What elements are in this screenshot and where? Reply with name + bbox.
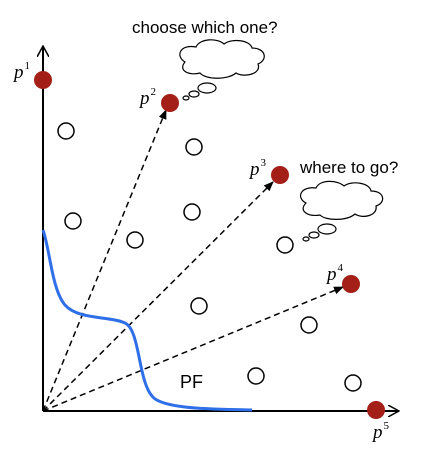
solution-points bbox=[57, 122, 362, 392]
question-choose-which: choose which one? bbox=[132, 18, 278, 37]
label-p2: p2 bbox=[140, 86, 156, 110]
pareto-front-label: PF bbox=[180, 372, 204, 392]
label-p5: p5 bbox=[373, 420, 389, 444]
solution-point bbox=[64, 212, 82, 230]
label-p3-symbol: p bbox=[250, 159, 260, 180]
solution-point bbox=[190, 297, 208, 315]
question-where-to-go: where to go? bbox=[300, 158, 399, 177]
solution-point bbox=[57, 122, 75, 140]
solution-point bbox=[183, 203, 201, 221]
label-p1: p1 bbox=[14, 60, 30, 84]
solution-point bbox=[276, 236, 294, 254]
ray-to-p4 bbox=[42, 286, 344, 412]
reference-point-p1 bbox=[34, 71, 52, 89]
reference-points bbox=[34, 71, 385, 419]
label-p3-index: 3 bbox=[260, 157, 267, 169]
pareto-front-curve bbox=[41, 229, 253, 412]
thought-cloud-right bbox=[299, 180, 384, 242]
label-p1-index: 1 bbox=[24, 60, 31, 72]
thought-cloud-top bbox=[179, 39, 265, 101]
label-p2-symbol: p bbox=[140, 88, 150, 109]
solution-point bbox=[247, 367, 265, 385]
reference-point-p2 bbox=[161, 94, 179, 112]
reference-point-p4 bbox=[342, 275, 360, 293]
solution-point bbox=[300, 316, 318, 334]
solution-point bbox=[126, 231, 144, 249]
label-p2-index: 2 bbox=[150, 86, 157, 98]
solution-point bbox=[185, 138, 203, 156]
label-p5-index: 5 bbox=[383, 420, 390, 432]
reference-point-p5 bbox=[367, 401, 385, 419]
label-p3: p3 bbox=[250, 157, 266, 181]
label-p4-index: 4 bbox=[337, 262, 344, 274]
label-p4: p4 bbox=[327, 262, 343, 286]
ray-to-p2 bbox=[42, 109, 167, 412]
solution-point bbox=[344, 374, 362, 392]
label-p4-symbol: p bbox=[327, 264, 337, 285]
reference-point-p3 bbox=[271, 166, 289, 184]
ray-to-p3 bbox=[42, 181, 274, 412]
label-p1-symbol: p bbox=[14, 62, 24, 83]
label-p5-symbol: p bbox=[373, 422, 383, 443]
